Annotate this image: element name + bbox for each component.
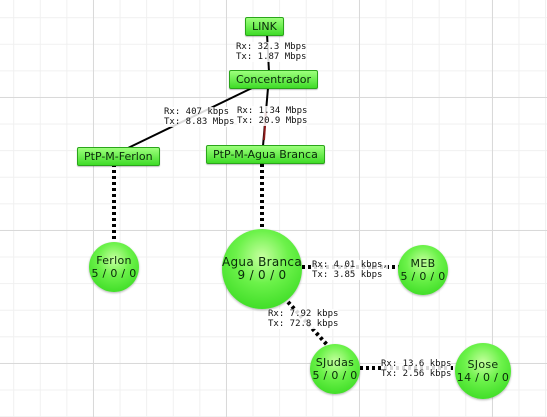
node-link[interactable]: LINK xyxy=(245,17,284,36)
node-concentrador[interactable]: Concentrador xyxy=(229,70,318,89)
node-sjose[interactable]: SJose 14 / 0 / 0 xyxy=(455,343,511,399)
node-ferlon[interactable]: Ferlon 5 / 0 / 0 xyxy=(89,242,139,292)
node-agua-branca-stats: 9 / 0 / 0 xyxy=(237,268,287,282)
node-link-label: LINK xyxy=(252,20,277,33)
rx-rate: Rx: 4.01 kbps, xyxy=(312,260,388,270)
node-ferlon-name: Ferlon xyxy=(96,254,132,267)
rx-rate: Rx: 407 kbps xyxy=(164,107,230,117)
tx-rate: Tx: 2.56 kbps xyxy=(381,369,452,379)
node-sjose-stats: 14 / 0 / 0 xyxy=(456,371,510,384)
node-ptp-ferlon[interactable]: PtP-M-Ferlon xyxy=(77,147,160,166)
tx-rate: Tx: 20.9 Mbps xyxy=(237,116,308,126)
tx-rate: Tx: 3.85 kbps xyxy=(312,270,383,280)
rx-rate: Rx: 32.3 Mbps xyxy=(236,42,307,52)
tx-rate: Tx: 72.8 kbps xyxy=(268,319,339,329)
rx-rate: Rx: 13.6 kbps xyxy=(381,359,452,369)
node-meb[interactable]: MEB 5 / 0 / 0 xyxy=(398,245,448,295)
node-ptp-ferlon-label: PtP-M-Ferlon xyxy=(84,150,153,163)
node-sjudas-name: SJudas xyxy=(315,356,355,369)
node-meb-name: MEB xyxy=(410,257,436,270)
tx-rate: Tx: 8.83 Mbps xyxy=(164,117,235,127)
node-agua-branca-name: Agua Branca xyxy=(222,255,302,269)
node-meb-stats: 5 / 0 / 0 xyxy=(400,270,446,283)
node-ptp-agua-branca-label: PtP-M-Agua Branca xyxy=(213,148,318,161)
node-sjudas-stats: 5 / 0 / 0 xyxy=(312,369,358,382)
node-ferlon-stats: 5 / 0 / 0 xyxy=(91,267,137,280)
node-agua-branca[interactable]: Agua Branca 9 / 0 / 0 xyxy=(222,229,302,309)
node-ptp-agua-branca[interactable]: PtP-M-Agua Branca xyxy=(206,145,325,164)
rx-rate: Rx: 1.34 Mbps xyxy=(237,106,308,116)
tx-rate: Tx: 1.87 Mbps xyxy=(236,52,307,62)
rx-rate: Rx: 7.92 kbps xyxy=(268,309,339,319)
node-concentrador-label: Concentrador xyxy=(236,73,311,86)
node-sjose-name: SJose xyxy=(467,358,499,371)
node-sjudas[interactable]: SJudas 5 / 0 / 0 xyxy=(310,344,360,394)
traffic-label-agua-branca-meb: Rx: 4.01 kbps,Tx: 3.85 kbps xyxy=(312,260,388,280)
